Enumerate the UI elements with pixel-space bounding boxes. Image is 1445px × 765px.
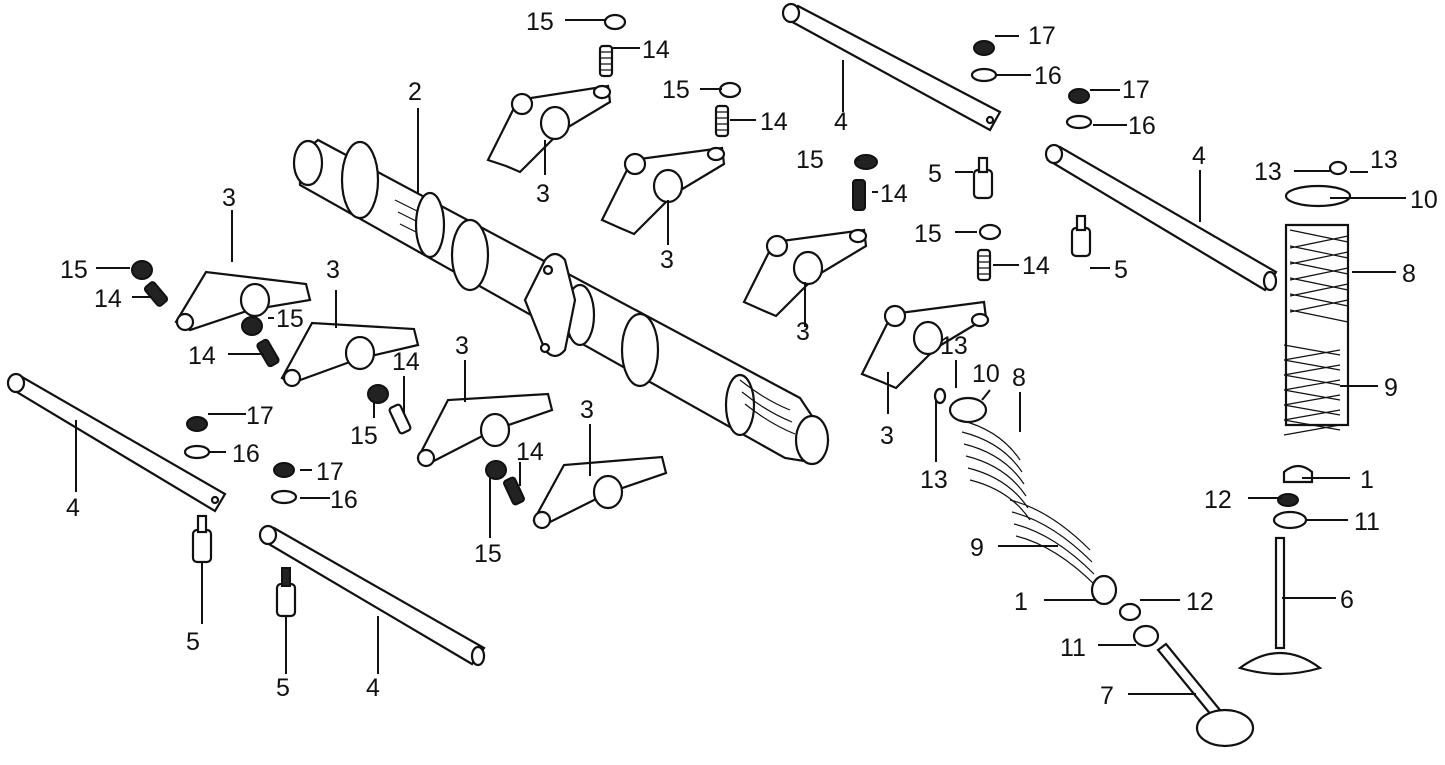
callout-16: 16: [1034, 62, 1062, 90]
callout-13: 13: [940, 332, 968, 360]
callout-10: 10: [972, 360, 1000, 388]
callout-15: 15: [276, 305, 304, 333]
rocker-arm-4: [860, 300, 990, 390]
rocker-shaft-bottom: [258, 524, 486, 667]
callout-17: 17: [316, 458, 344, 486]
callout-16: 16: [232, 440, 260, 468]
callout-12: 12: [1186, 588, 1214, 616]
camshaft: [292, 138, 830, 466]
rocker-arm-7: [416, 392, 554, 468]
callout-15: 15: [796, 146, 824, 174]
callout-11: 11: [1060, 634, 1086, 662]
callout-3: 3: [880, 422, 894, 450]
callout-17: 17: [1028, 22, 1056, 50]
callout-2: 2: [408, 78, 422, 106]
callout-10: 10: [1410, 186, 1438, 214]
callout-1: 1: [1014, 588, 1028, 616]
leader-lines: [75, 19, 1406, 695]
callout-7: 7: [1100, 682, 1114, 710]
callout-13: 13: [1254, 158, 1282, 186]
callout-3: 3: [660, 246, 674, 274]
callout-15: 15: [60, 256, 88, 284]
callout-15: 15: [914, 220, 942, 248]
callout-13: 13: [1370, 146, 1398, 174]
callout-15: 15: [526, 8, 554, 36]
callout-14: 14: [880, 180, 908, 208]
callout-14: 14: [516, 438, 544, 466]
callout-5: 5: [186, 628, 200, 656]
callout-labels: 15 14 15 14 3 3 2 4 17 16 17 16 15 14 5 …: [60, 8, 1438, 710]
callout-17: 17: [1122, 76, 1150, 104]
rocker-arm-1: [486, 84, 612, 174]
callout-14: 14: [94, 285, 122, 313]
adjuster-screw-group: [143, 44, 992, 506]
valve-assembly-left: [933, 387, 1255, 748]
callout-3: 3: [326, 256, 340, 284]
callout-4: 4: [1192, 142, 1206, 170]
callout-11: 11: [1354, 508, 1380, 536]
callout-4: 4: [834, 108, 848, 136]
rocker-shaft-left: [6, 372, 227, 513]
callout-3: 3: [796, 318, 810, 346]
callout-12: 12: [1204, 486, 1232, 514]
rocker-arm-2: [600, 146, 726, 236]
rocker-arm-5: [174, 270, 312, 332]
callout-14: 14: [1022, 252, 1050, 280]
callout-5: 5: [928, 160, 942, 188]
callout-15: 15: [662, 76, 690, 104]
callout-16: 16: [330, 486, 358, 514]
callout-17: 17: [246, 402, 274, 430]
callout-4: 4: [66, 494, 80, 522]
callout-16: 16: [1128, 112, 1156, 140]
callout-14: 14: [642, 36, 670, 64]
callout-4: 4: [366, 674, 380, 702]
callout-3: 3: [580, 396, 594, 424]
callout-8: 8: [1012, 364, 1026, 392]
rocker-shaft-top: [781, 2, 1002, 132]
callout-6: 6: [1340, 586, 1354, 614]
callout-14: 14: [188, 342, 216, 370]
callout-14: 14: [392, 348, 420, 376]
callout-5: 5: [276, 674, 290, 702]
callout-3: 3: [222, 184, 236, 212]
callout-9: 9: [1384, 374, 1398, 402]
callout-1: 1: [1360, 466, 1374, 494]
callout-3: 3: [536, 180, 550, 208]
rocker-arm-3: [742, 228, 868, 318]
rocker-shaft-right: [1044, 143, 1278, 292]
rocker-arm-8: [532, 455, 668, 530]
cap-nut-washer-group: [183, 40, 1093, 505]
callout-3: 3: [455, 332, 469, 360]
callout-9: 9: [970, 534, 984, 562]
callout-15: 15: [350, 422, 378, 450]
callout-13: 13: [920, 466, 948, 494]
stud-bolt-group: [191, 156, 1092, 618]
callout-15: 15: [474, 540, 502, 568]
callout-14: 14: [760, 108, 788, 136]
callout-8: 8: [1402, 260, 1416, 288]
callout-5: 5: [1114, 256, 1128, 284]
rocker-arm-6: [280, 321, 420, 388]
valve-assembly-right: [1237, 160, 1352, 676]
